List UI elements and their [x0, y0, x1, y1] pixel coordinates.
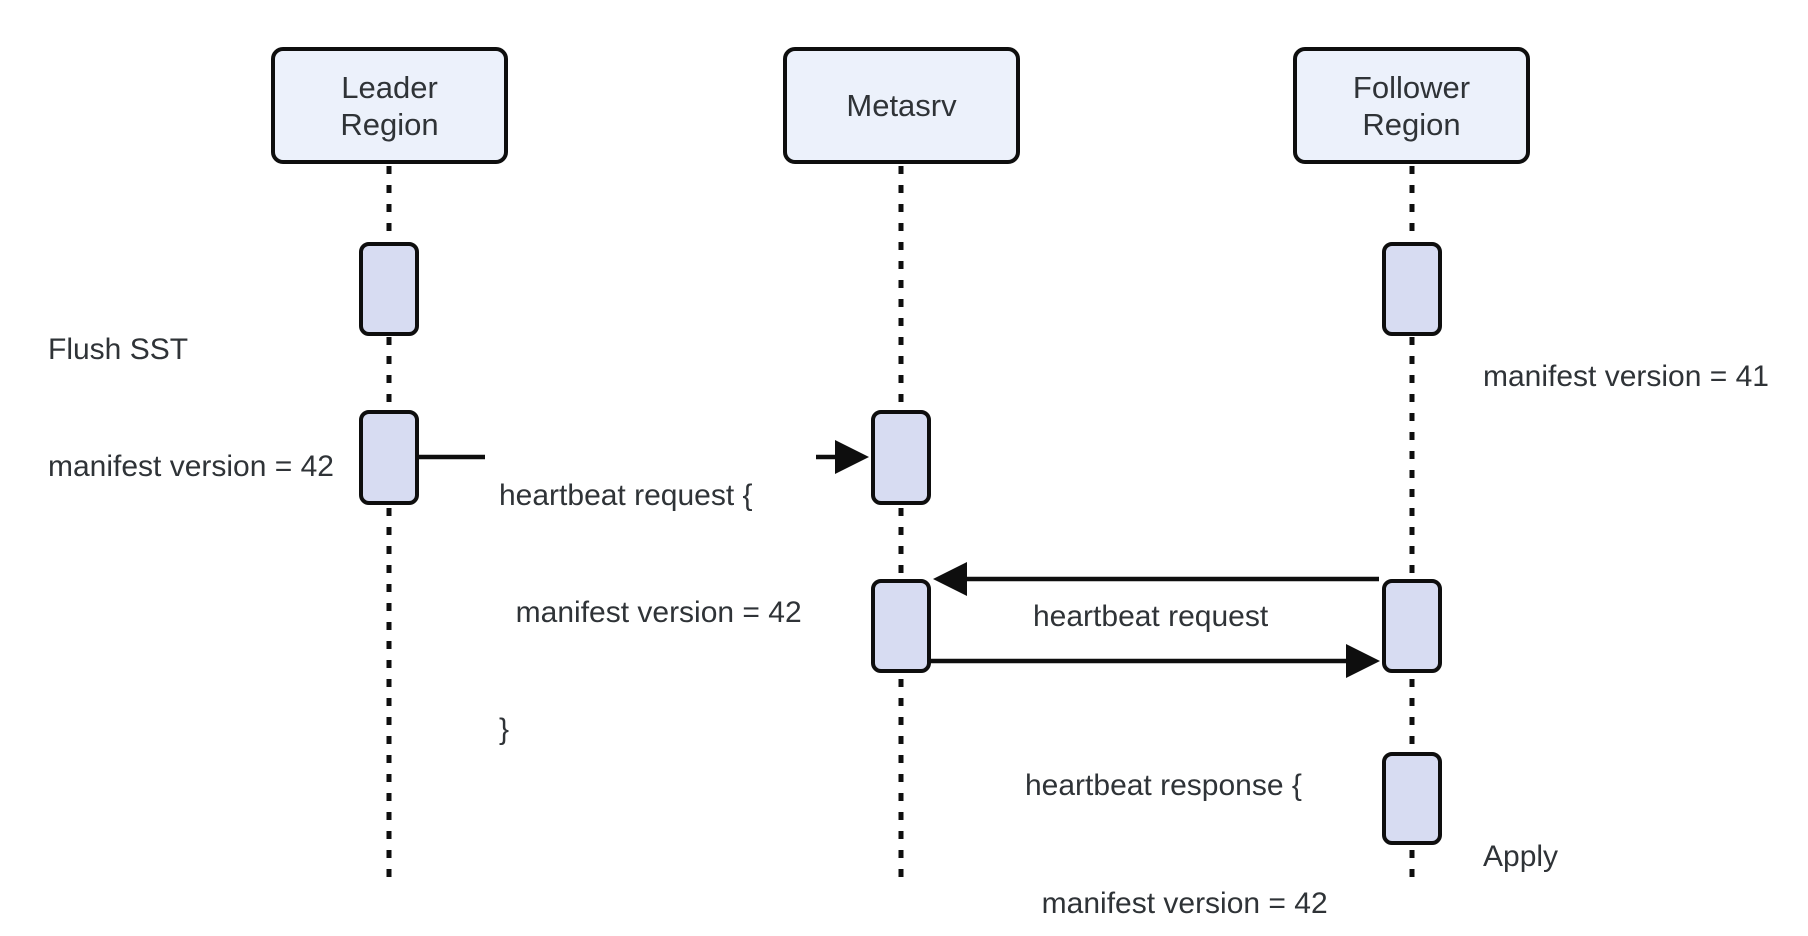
participant-label-line: Region [1362, 106, 1461, 142]
activation-leader-heartbeat [359, 410, 419, 505]
activation-leader-flush [359, 242, 419, 336]
message-line: heartbeat request { [499, 479, 753, 512]
arrow-heartbeat-response-metasrv-to-follower [931, 644, 1380, 678]
activation-metasrv-respond [871, 579, 931, 673]
message-line: } [499, 713, 510, 746]
note-apply: Apply manifest version = 42 [1483, 759, 1769, 936]
participant-label-line: Follower [1352, 69, 1471, 105]
note-flush-sst: Flush SST manifest version = 42 [48, 252, 334, 564]
note-line: Apply [1483, 840, 1559, 873]
note-line: manifest version = 41 [1483, 360, 1769, 393]
participant-follower-region: Follower Region [1293, 47, 1530, 164]
participant-metasrv: Metasrv [783, 47, 1020, 164]
message-label-heartbeat-request-42: heartbeat request { manifest version = 4… [485, 398, 816, 827]
message-label-heartbeat-request: heartbeat request [1033, 519, 1268, 714]
message-line: manifest version = 42 [1025, 887, 1328, 920]
message-line: heartbeat request [1033, 600, 1269, 633]
arrowhead-left-icon [933, 562, 967, 596]
note-manifest-version-41: manifest version = 41 [1483, 279, 1769, 474]
note-line: manifest version = 42 [48, 450, 334, 483]
activation-follower-apply [1382, 752, 1442, 845]
arrowhead-right-icon [1346, 644, 1380, 678]
participant-leader-region: Leader Region [271, 47, 508, 164]
activation-follower-v41 [1382, 242, 1442, 336]
note-line: Flush SST [48, 333, 189, 366]
participant-label-line: Region [340, 106, 439, 142]
arrow-heartbeat-request-follower-to-metasrv [933, 562, 1379, 596]
participant-label-line: Metasrv [846, 88, 957, 123]
arrowhead-right-icon [835, 440, 869, 474]
message-line: manifest version = 42 [499, 596, 802, 629]
message-line: heartbeat response { [1025, 769, 1302, 802]
activation-metasrv-receive [871, 410, 931, 505]
activation-follower-exchange [1382, 579, 1442, 673]
message-label-heartbeat-response: heartbeat response { manifest version = … [1025, 688, 1328, 936]
participant-label-line: Leader [341, 69, 438, 105]
